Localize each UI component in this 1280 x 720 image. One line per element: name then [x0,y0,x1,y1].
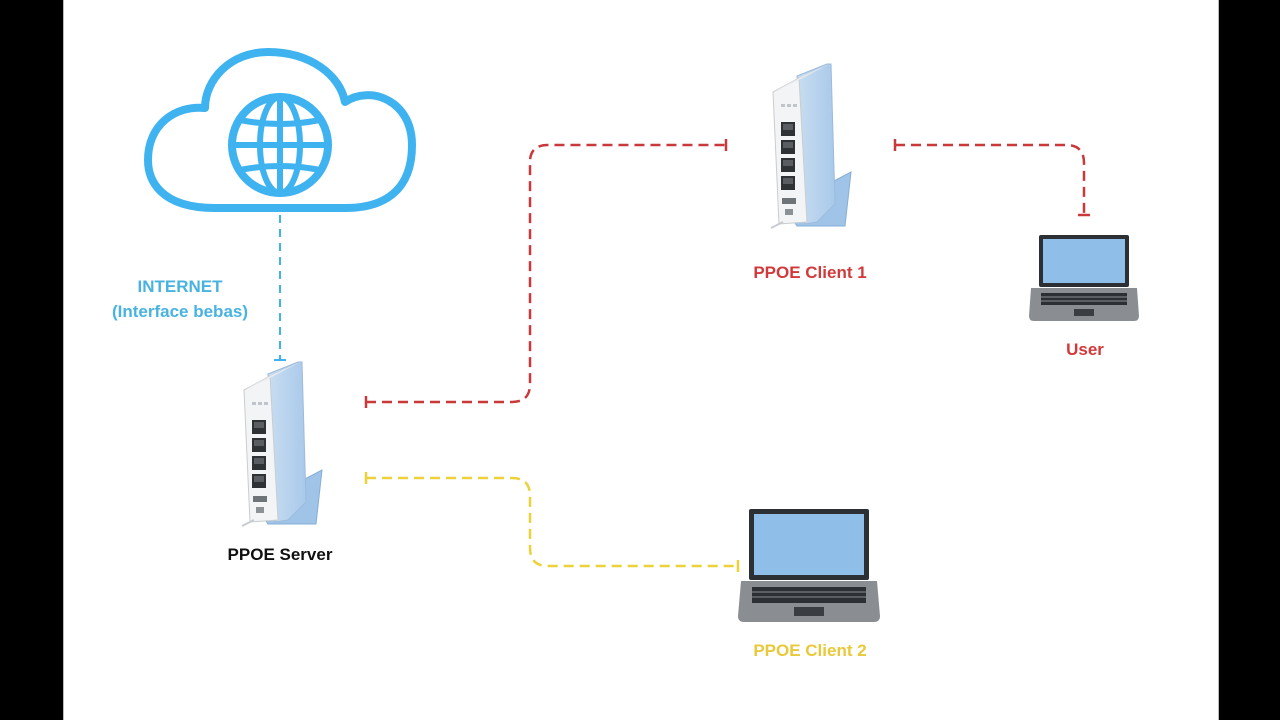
router-icon-client1 [770,63,852,229]
router-icon-server [241,361,323,527]
globe-icon [228,93,332,197]
red-link-client1-user [893,139,1090,217]
laptop-icon-client2 [738,509,880,622]
laptop-icon-user [1029,235,1139,321]
client2-label: PPOE Client 2 [753,641,867,660]
internet-label-line2: (Interface bebas) [111,302,249,321]
user-label: User [1066,340,1104,359]
yellow-link-server-client2 [364,472,740,572]
internet-link [274,215,286,361]
internet-label: INTERNET (Interface bebas) [95,274,265,324]
server-label: PPOE Server [227,545,333,564]
internet-label-line1: INTERNET [137,277,223,296]
red-link-server-client1 [364,139,728,408]
client1-label: PPOE Client 1 [753,263,867,282]
